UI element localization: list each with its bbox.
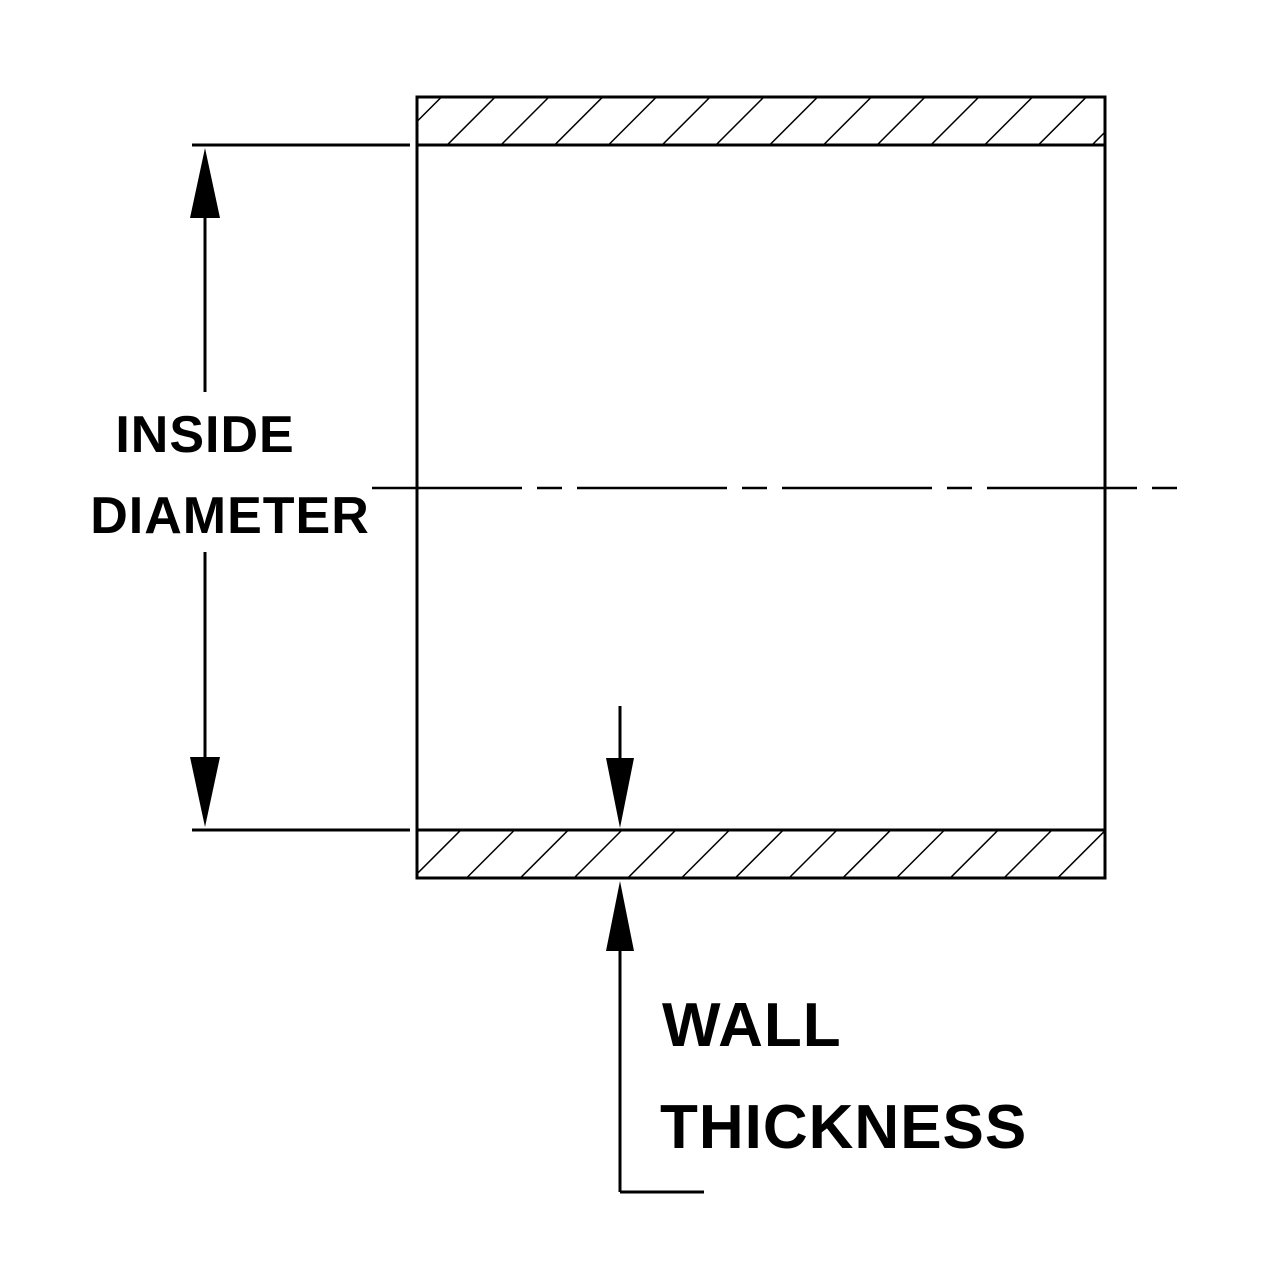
bottom-wall-hatch-band xyxy=(415,828,1107,880)
dimension-arrow-down-icon xyxy=(190,757,220,827)
wall-thickness-label-line1: WALL xyxy=(662,991,842,1060)
top-wall-hatch-band xyxy=(415,95,1107,147)
inside-diameter-label-line2: DIAMETER xyxy=(90,487,370,545)
wall-thickness-label-line2: THICKNESS xyxy=(660,1093,1027,1162)
wall-thickness-arrow-up-icon xyxy=(606,881,634,951)
inside-diameter-label-line1: INSIDE xyxy=(115,406,294,464)
wall-thickness-arrow-down-icon xyxy=(606,758,634,828)
dimension-arrow-up-icon xyxy=(190,148,220,218)
